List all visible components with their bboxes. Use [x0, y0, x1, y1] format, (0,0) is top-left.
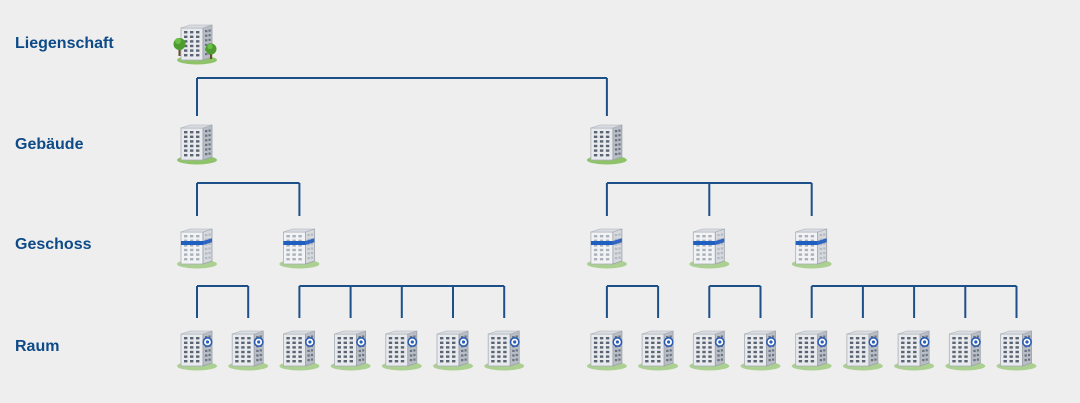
building-room-icon — [381, 330, 422, 371]
building-room-icon — [842, 330, 883, 371]
building-floor-icon — [586, 228, 627, 269]
building-room-icon — [228, 330, 269, 371]
building-room-icon — [330, 330, 371, 371]
building-floor-icon — [791, 228, 832, 269]
building-room-icon — [945, 330, 986, 371]
building-room-icon — [279, 330, 320, 371]
building-room-icon — [484, 330, 525, 371]
building-room-icon — [791, 330, 832, 371]
building-floor-icon — [177, 228, 217, 269]
connector-liegenschaft — [196, 77, 608, 116]
building-floor-icon — [689, 228, 730, 269]
connector-gebaeude — [605, 182, 813, 216]
building-room-icon — [996, 330, 1037, 371]
connector-geschoss — [810, 285, 1018, 318]
connector-geschoss — [708, 285, 762, 318]
connector-geschoss — [196, 285, 250, 318]
connector-geschoss — [298, 285, 506, 318]
level-label-raum: Raum — [15, 338, 60, 355]
building-room-icon — [433, 330, 473, 371]
level-label-liegenschaft: Liegenschaft — [15, 35, 114, 52]
level-label-geschoss: Geschoss — [15, 236, 92, 253]
connector-geschoss — [605, 285, 660, 318]
building-icon — [586, 124, 627, 165]
building-with-trees-icon — [173, 24, 217, 65]
building-room-icon — [586, 330, 627, 371]
building-room-icon — [740, 330, 781, 371]
building-room-icon — [689, 330, 730, 371]
building-room-icon — [177, 330, 217, 371]
connector-gebaeude — [196, 182, 301, 216]
level-label-gebaeude: Gebäude — [15, 136, 84, 153]
building-room-icon — [894, 330, 935, 371]
building-room-icon — [638, 330, 679, 371]
building-floor-icon — [279, 228, 320, 269]
building-icon — [177, 124, 217, 165]
